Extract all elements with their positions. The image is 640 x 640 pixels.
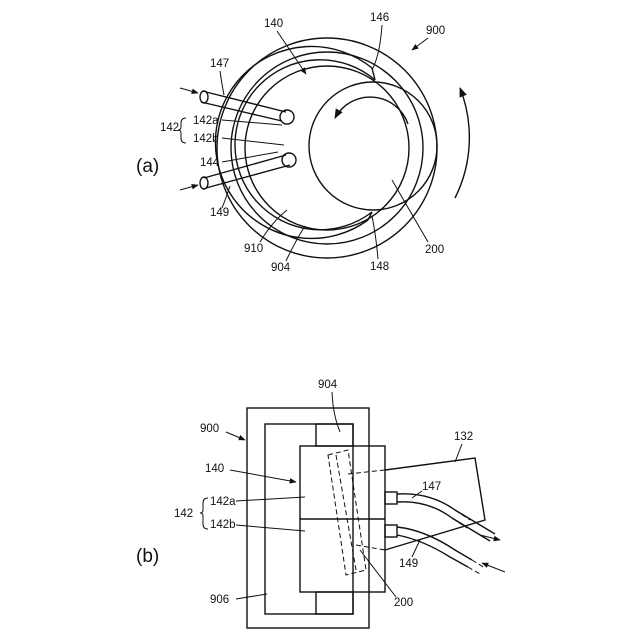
leader-144-a <box>222 152 278 162</box>
inflow-arrow-149 <box>180 185 198 190</box>
leader-147-a <box>220 71 224 95</box>
label-200-b: 200 <box>394 597 413 609</box>
label-147-b: 147 <box>422 481 441 493</box>
bearing-bottom <box>316 592 353 614</box>
label-142-b: 142 <box>174 508 193 520</box>
label-900-a: 900 <box>426 25 445 37</box>
label-146-a: 146 <box>370 12 389 24</box>
label-132-b: 132 <box>454 431 473 443</box>
label-142-a: 142 <box>160 122 179 134</box>
rotor-200-dashed <box>328 450 366 575</box>
leader-140-a <box>277 31 306 74</box>
panel-a: (a) 140 146 900 147 142 <box>136 12 469 274</box>
inflow-arrow-149-b <box>482 563 505 572</box>
label-140-a: 140 <box>264 18 283 30</box>
label-906-b: 906 <box>210 594 229 606</box>
leader-148-a <box>372 216 378 259</box>
label-140-b: 140 <box>205 463 224 475</box>
leader-906-b <box>236 594 267 599</box>
inflow-arrow-147 <box>180 88 198 93</box>
ring-910 <box>231 52 423 244</box>
pipe-147-end <box>200 91 208 103</box>
label-148-a: 148 <box>370 261 389 273</box>
port-149 <box>385 525 397 537</box>
leader-140-b <box>230 470 296 482</box>
leader-200-b <box>360 550 396 597</box>
brace-142-b <box>200 498 208 529</box>
brace-142-a <box>178 118 186 143</box>
panel-b-label: (b) <box>136 546 159 567</box>
rotor-200 <box>309 82 437 210</box>
leader-904-b <box>332 392 340 432</box>
label-142a-a: 142a <box>193 115 219 127</box>
panel-a-label: (a) <box>136 156 159 177</box>
panel-b: (b) 904 900 132 140 147 1 <box>136 379 505 628</box>
pipe-147-b <box>397 494 495 541</box>
leader-900-a <box>412 38 428 50</box>
pipe-147-port <box>280 110 294 124</box>
leader-142a-a <box>222 120 282 125</box>
rotation-arrow <box>335 97 408 124</box>
label-149-a: 149 <box>210 207 229 219</box>
ring-904 <box>245 66 409 230</box>
pipe-149-b-tail <box>468 560 485 574</box>
leader-900-b <box>226 432 245 440</box>
label-144-a: 144 <box>200 157 220 169</box>
label-200-a: 200 <box>425 244 444 256</box>
label-904-b: 904 <box>318 379 338 391</box>
channel-140-inner <box>215 46 372 238</box>
label-904-a: 904 <box>271 262 291 274</box>
label-149-b: 149 <box>399 558 418 570</box>
outer-ring-900 <box>217 38 437 258</box>
bearing-top-904 <box>316 424 353 446</box>
pipe-149-end <box>200 177 208 189</box>
label-147-a: 147 <box>210 58 229 70</box>
label-910-a: 910 <box>244 243 263 255</box>
label-142b-a: 142b <box>193 133 219 145</box>
outer-rotation-arrow <box>455 88 469 198</box>
label-142b-b: 142b <box>210 519 236 531</box>
label-900-b: 900 <box>200 423 219 435</box>
label-142a-b: 142a <box>210 496 236 508</box>
leader-149-b <box>412 540 420 557</box>
port-147 <box>385 492 397 504</box>
